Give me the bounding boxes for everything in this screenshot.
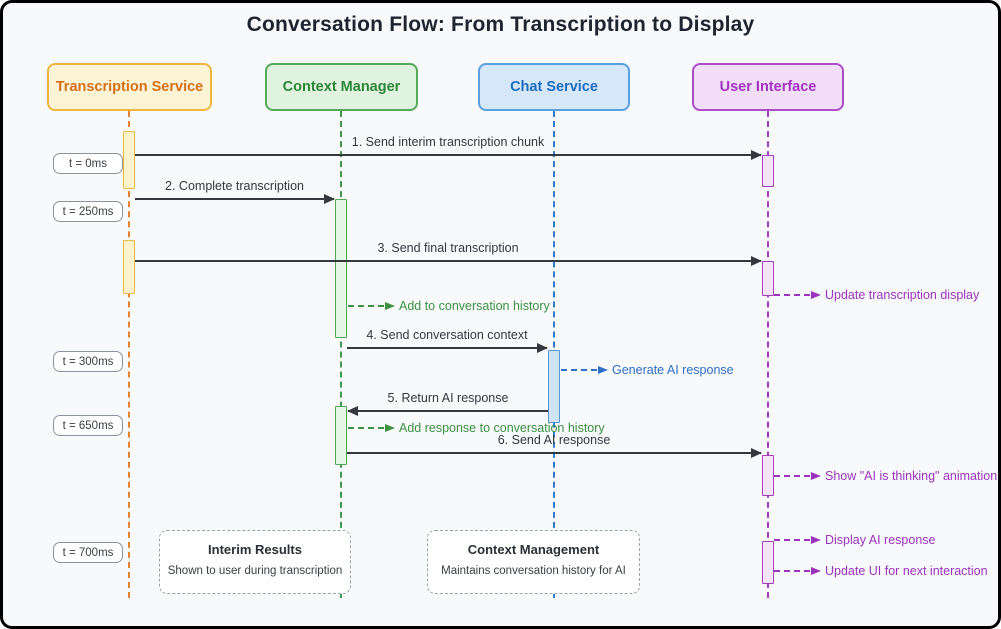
message-label-2: 2. Complete transcription	[165, 179, 304, 193]
context-activation-1	[335, 199, 347, 338]
message-arrowhead-1	[751, 150, 762, 160]
annotation-arrow-icon	[811, 567, 821, 575]
annotation-label: Show "AI is thinking" animation	[825, 469, 998, 483]
transcription-activation-1	[123, 131, 135, 189]
message-label-1: 1. Send interim transcription chunk	[351, 135, 545, 149]
participant-2: Chat Service	[478, 63, 630, 111]
annotation-arrow-icon	[385, 424, 395, 432]
message-arrowhead-3	[751, 256, 762, 266]
annotation-3: Update transcription display	[774, 287, 979, 303]
message-arrowhead-6	[751, 448, 762, 458]
annotation-dash	[561, 369, 597, 371]
annotation-arrow-icon	[385, 302, 395, 310]
lifeline-0	[128, 111, 130, 598]
annotation-dash	[774, 539, 810, 541]
message-label-5: 5. Return AI response	[387, 391, 509, 405]
annotation-label: Display AI response	[825, 533, 936, 547]
annotation-arrow-icon	[811, 291, 821, 299]
annotation-label: Add response to conversation history	[399, 421, 605, 435]
lifeline-3	[767, 111, 769, 598]
annotation-label: Add to conversation history	[399, 299, 550, 313]
time-label-1: t = 250ms	[53, 201, 123, 222]
ui-activation-2	[762, 261, 774, 296]
time-label-3: t = 650ms	[53, 415, 123, 436]
message-arrowhead-2	[324, 194, 335, 204]
message-line-2	[135, 198, 334, 200]
annotation-6: Update UI for next interaction	[774, 563, 988, 579]
message-line-4	[347, 347, 547, 349]
annotation-arrow-icon	[598, 366, 608, 374]
participant-0: Transcription Service	[47, 63, 212, 111]
diagram-title: Conversation Flow: From Transcription to…	[246, 13, 755, 36]
annotation-dash	[774, 570, 810, 572]
time-label-4: t = 700ms	[53, 542, 123, 563]
annotation-dash	[348, 305, 384, 307]
annotation-1: Generate AI response	[561, 362, 734, 378]
annotation-0: Add to conversation history	[348, 298, 550, 314]
annotation-dash	[774, 294, 810, 296]
annotation-5: Display AI response	[774, 532, 935, 548]
annotation-dash	[774, 475, 810, 477]
ui-activation-4	[762, 541, 774, 584]
annotation-label: Update UI for next interaction	[825, 564, 988, 578]
annotation-label: Generate AI response	[612, 363, 734, 377]
annotation-arrow-icon	[811, 536, 821, 544]
participant-3: User Interface	[692, 63, 844, 111]
message-line-1	[135, 154, 761, 156]
message-line-5	[348, 410, 548, 412]
message-line-3	[135, 260, 761, 262]
message-arrowhead-4	[537, 343, 548, 353]
annotation-dash	[348, 427, 384, 429]
lifeline-1	[340, 111, 342, 598]
annotation-2: Add response to conversation history	[348, 420, 605, 436]
message-line-6	[347, 452, 761, 454]
annotation-4: Show "AI is thinking" animation	[774, 468, 997, 484]
message-arrowhead-5	[347, 406, 358, 416]
chat-activation-1	[548, 350, 560, 423]
note-title: Interim Results	[208, 542, 302, 557]
participant-1: Context Manager	[265, 63, 418, 111]
note-body: Maintains conversation history for AI	[441, 565, 626, 577]
context-activation-2	[335, 406, 347, 465]
ui-activation-1	[762, 155, 774, 187]
annotation-label: Update transcription display	[825, 288, 980, 302]
time-label-2: t = 300ms	[53, 351, 123, 372]
note-title: Context Management	[467, 542, 600, 557]
annotation-arrow-icon	[811, 472, 821, 480]
time-label-0: t = 0ms	[53, 153, 123, 174]
message-label-4: 4. Send conversation context	[366, 328, 528, 342]
ui-activation-3	[762, 455, 774, 496]
note-body: Shown to user during transcription	[167, 565, 343, 577]
message-label-3: 3. Send final transcription	[377, 241, 519, 255]
message-label-6: 6. Send AI response	[497, 433, 611, 447]
transcription-activation-2	[123, 240, 135, 294]
